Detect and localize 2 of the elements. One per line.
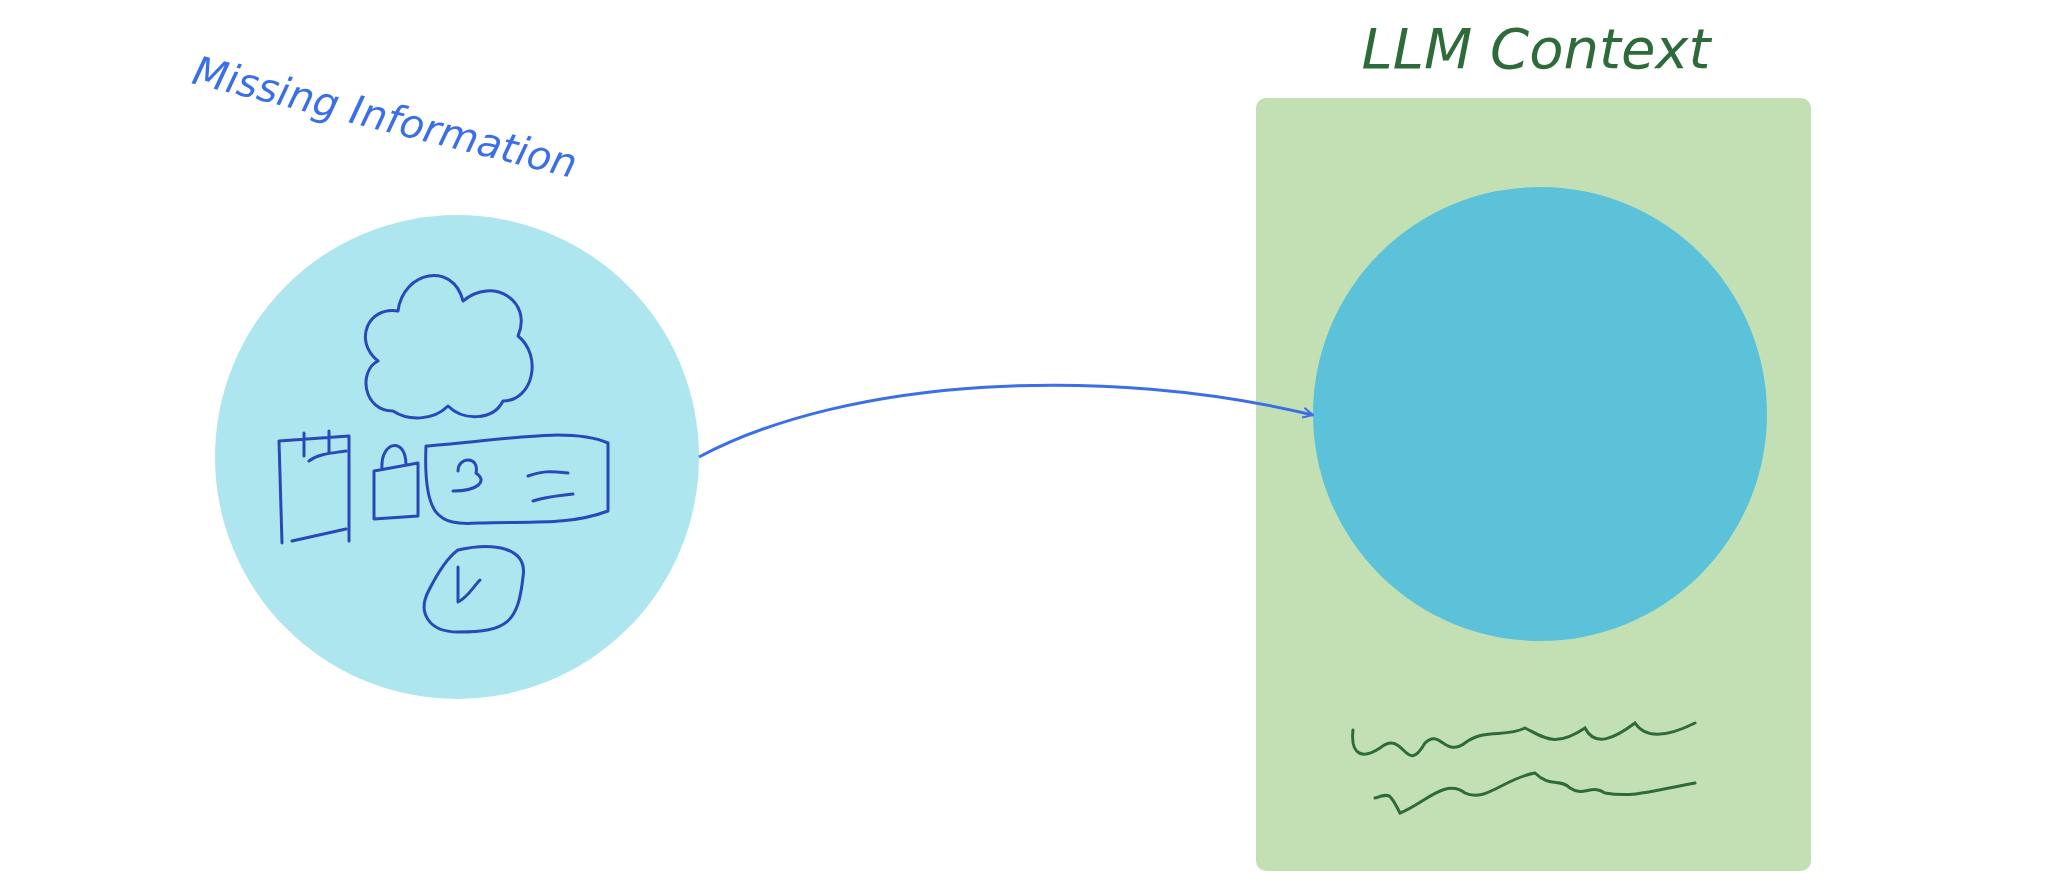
panel-heading: LLM Context [1360,18,1713,80]
arrow [698,383,1314,459]
